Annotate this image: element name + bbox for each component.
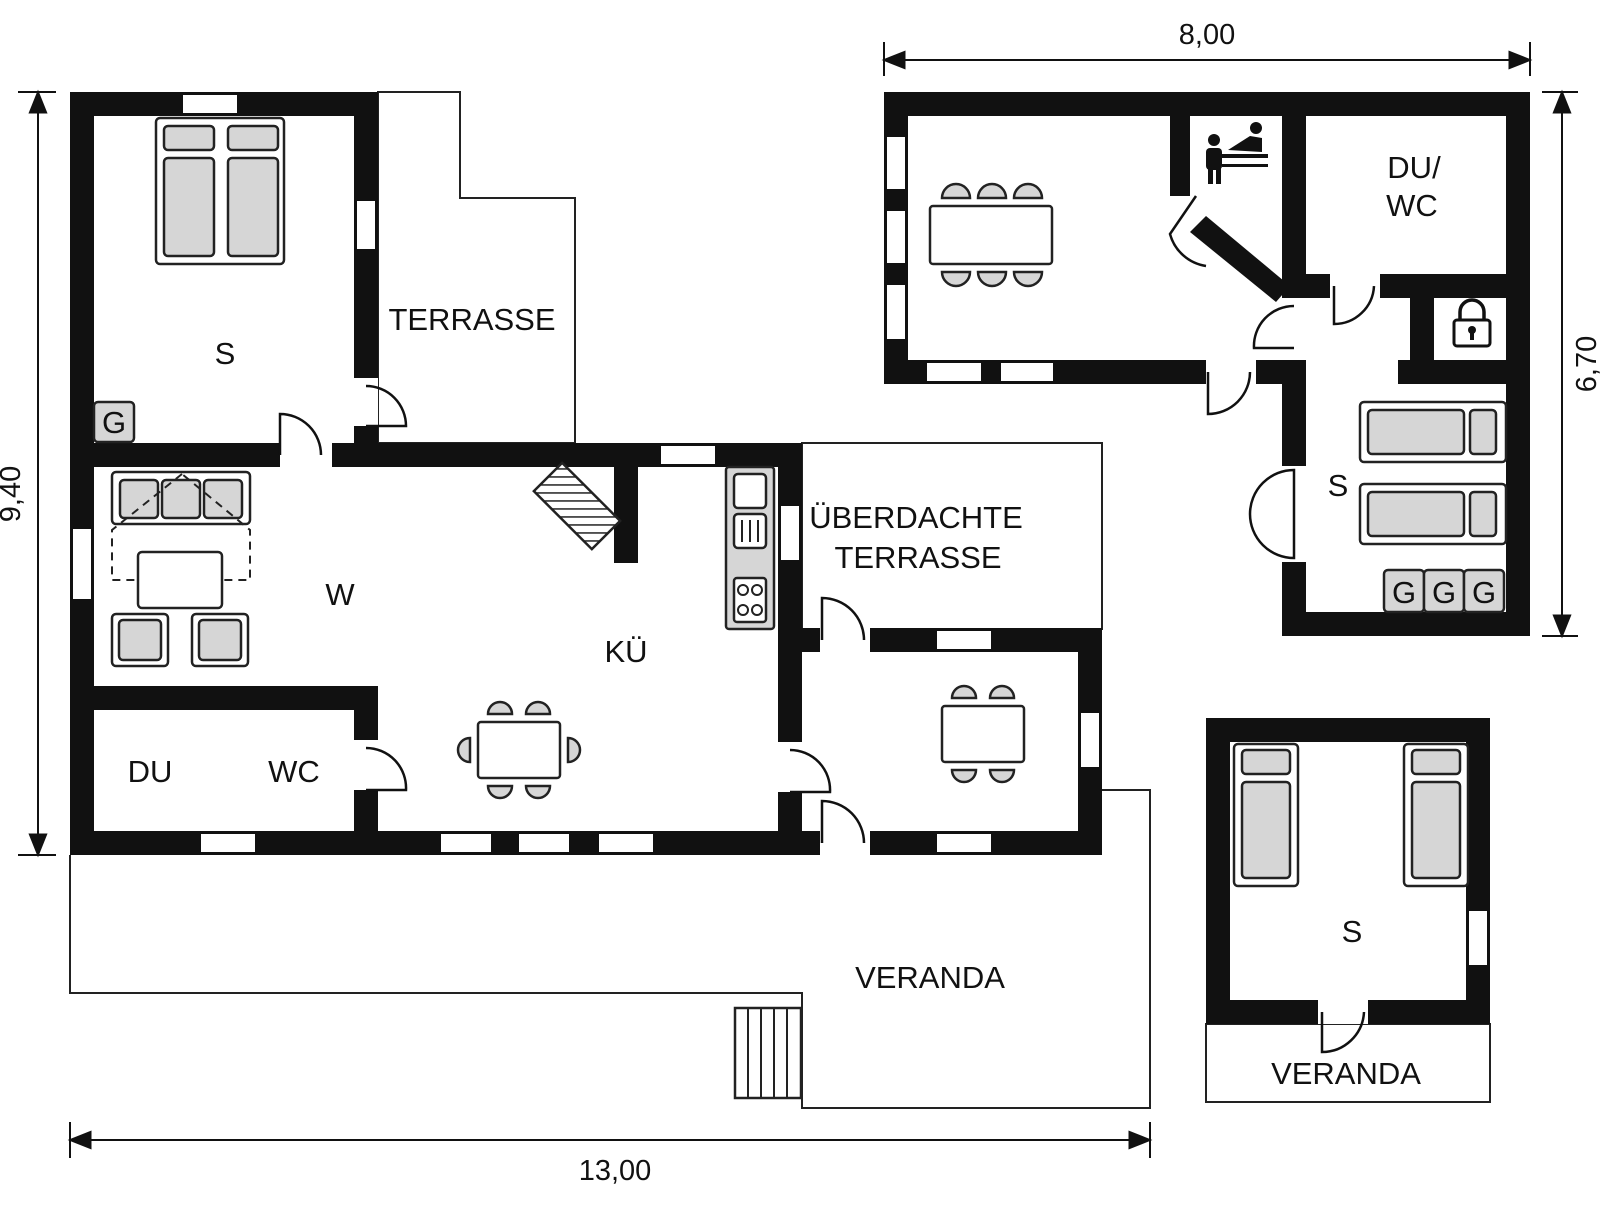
- fireplace: [532, 461, 622, 551]
- room-label-kue: KÜ: [604, 634, 647, 669]
- door: [354, 378, 408, 428]
- dimension-left-label: 9,40: [0, 466, 27, 522]
- kitchen-counter: [724, 465, 776, 631]
- dimension-left: 9,40: [0, 89, 56, 858]
- dimension-bottom-label: 13,00: [579, 1155, 652, 1187]
- window: [935, 629, 993, 651]
- g-box: G: [1382, 568, 1426, 614]
- covered-terrace-outline: [801, 442, 1103, 630]
- armchair: [110, 612, 170, 668]
- door: [778, 742, 832, 794]
- dimension-right: 6,70: [1542, 89, 1603, 639]
- dining-table: [456, 700, 582, 800]
- sauna-icon: [1206, 122, 1268, 184]
- main-house: G: [69, 91, 1151, 1109]
- dimension-top: 8,00: [881, 19, 1533, 76]
- dimension-top-label: 8,00: [1179, 19, 1235, 51]
- single-bed: [1402, 742, 1470, 888]
- room-label-du-wc-2: WC: [1386, 188, 1438, 223]
- room-label-wc: WC: [268, 754, 320, 789]
- window: [659, 444, 717, 466]
- door: [820, 799, 870, 855]
- steps: [733, 1006, 803, 1100]
- single-bed: [1232, 742, 1300, 888]
- room-labels: S TERRASSE W KÜ DU WC ÜBERDACHTE TERRASS…: [128, 150, 1441, 1091]
- room-label-w: W: [325, 577, 355, 612]
- coffee-table: [136, 550, 224, 610]
- lock-icon: [1452, 298, 1492, 348]
- door: [1252, 298, 1306, 350]
- double-bed: [154, 116, 286, 266]
- room-label-s-main: S: [215, 336, 236, 371]
- window: [925, 361, 983, 383]
- room-label-veranda-small: VERANDA: [1271, 1056, 1421, 1091]
- window: [199, 832, 257, 854]
- window: [885, 135, 907, 191]
- window: [517, 832, 571, 854]
- dining-table: [928, 182, 1054, 288]
- window: [935, 832, 993, 854]
- sofa: [110, 470, 252, 526]
- door: [1248, 466, 1306, 562]
- svg-text:G: G: [1432, 575, 1456, 610]
- window: [355, 199, 377, 251]
- room-label-du: DU: [128, 754, 173, 789]
- terrasse-outline: [377, 91, 576, 444]
- g-box: G: [1422, 568, 1466, 614]
- dining-table: [940, 684, 1026, 784]
- window: [1079, 711, 1101, 769]
- g-label: G: [102, 405, 126, 440]
- door: [1206, 360, 1256, 416]
- svg-text:G: G: [1472, 575, 1496, 610]
- dimension-right-label: 6,70: [1571, 336, 1603, 392]
- annex: G G G: [884, 92, 1530, 636]
- dimension-bottom: 13,00: [67, 1122, 1153, 1187]
- window: [597, 832, 655, 854]
- armchair: [190, 612, 250, 668]
- door: [354, 740, 408, 792]
- window: [71, 527, 93, 601]
- room-label-du-wc-1: DU/: [1387, 150, 1441, 185]
- window: [885, 209, 907, 265]
- bed: [1358, 482, 1508, 546]
- room-label-ueberdachte-terrasse: TERRASSE: [834, 540, 1001, 575]
- door: [1168, 195, 1207, 268]
- window: [885, 283, 907, 341]
- g-box: G: [1462, 568, 1506, 614]
- room-label-terrasse: TERRASSE: [388, 302, 555, 337]
- door: [278, 412, 332, 467]
- window: [779, 504, 801, 562]
- small-cabin: [1205, 718, 1491, 1103]
- window: [999, 361, 1055, 383]
- door: [1318, 1000, 1368, 1054]
- window: [439, 832, 493, 854]
- room-label-s-small: S: [1342, 914, 1363, 949]
- door: [820, 596, 870, 652]
- rug: [111, 472, 251, 581]
- svg-text:G: G: [1392, 575, 1416, 610]
- door: [1330, 274, 1380, 326]
- window: [181, 93, 239, 115]
- room-label-s-annex: S: [1328, 468, 1349, 503]
- room-label-veranda-main: VERANDA: [855, 960, 1005, 995]
- window: [1467, 909, 1489, 967]
- veranda-outline: [69, 789, 1151, 1109]
- bed: [1358, 400, 1508, 464]
- room-label-ueberdachte: ÜBERDACHTE: [809, 500, 1023, 535]
- g-box: G: [92, 400, 136, 444]
